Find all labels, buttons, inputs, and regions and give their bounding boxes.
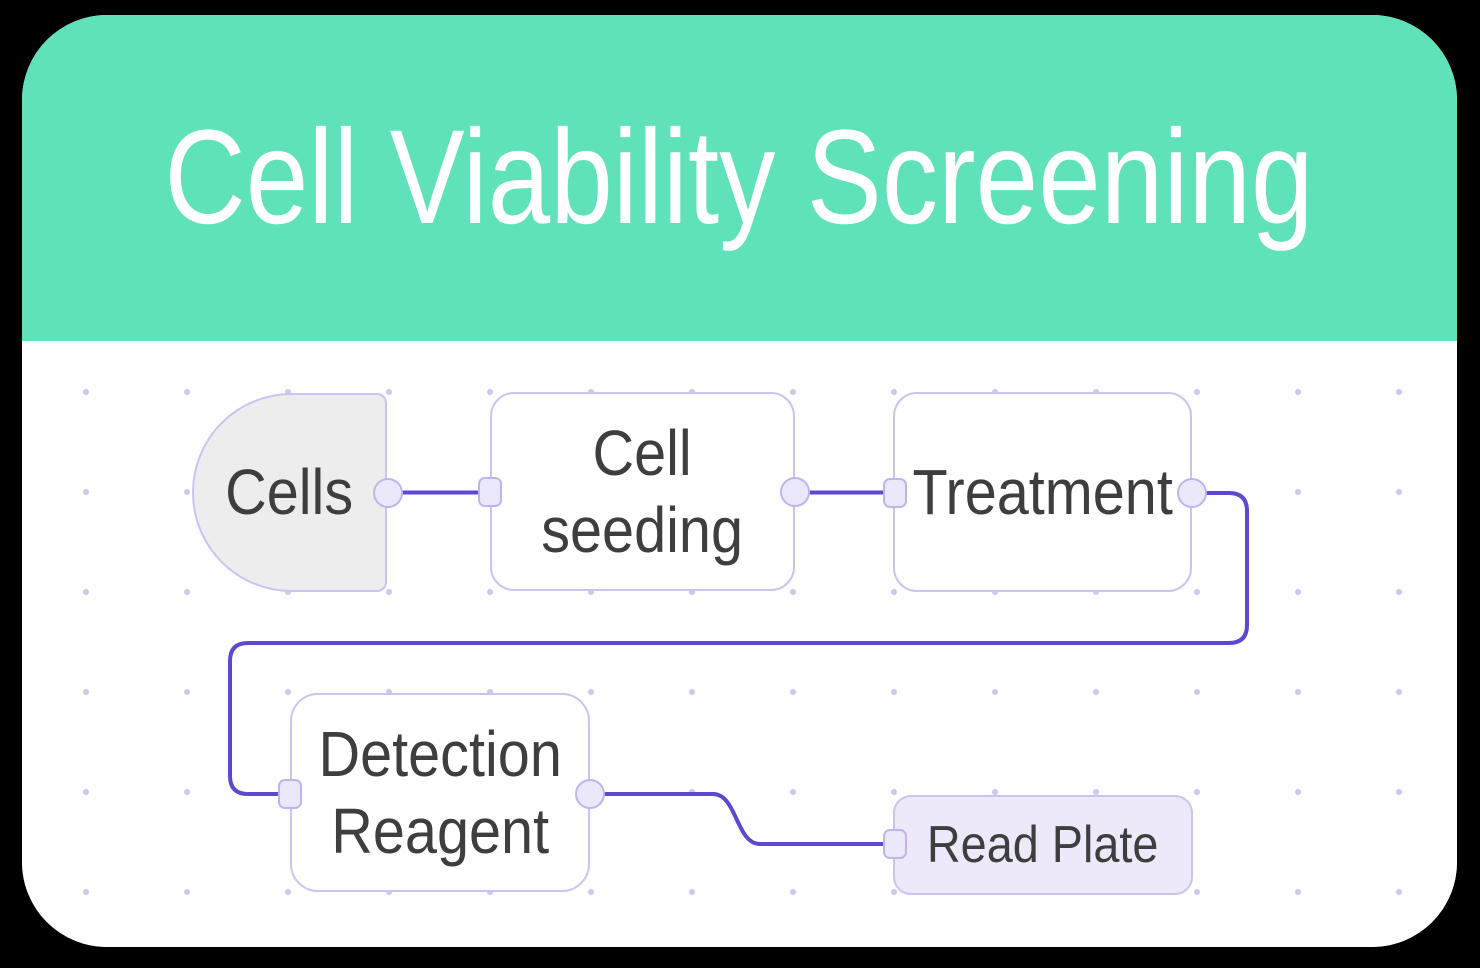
flow-canvas[interactable]: Cells Cell seeding Treatment Detection R… (22, 341, 1457, 947)
card-header: Cell Viability Screening (22, 15, 1457, 341)
node-label-line: Cell (592, 416, 693, 489)
edge-detection-reagent-to-read-plate[interactable] (603, 792, 885, 846)
page-title: Cell Viability Screening (164, 103, 1315, 252)
node-label: Cells (225, 456, 354, 529)
workflow-card: Cell Viability Screening Cells Cell seed… (22, 15, 1457, 947)
input-handle-read-plate[interactable] (883, 829, 907, 859)
node-label: Read Plate (927, 815, 1159, 874)
output-handle-detection-reagent[interactable] (575, 779, 605, 809)
node-label-line: Detection (318, 717, 562, 790)
node-label: Cell seeding (542, 415, 744, 569)
output-handle-treatment[interactable] (1177, 478, 1207, 508)
input-handle-detection-reagent[interactable] (278, 779, 302, 809)
node-label-line: Reagent (331, 794, 549, 867)
node-cells[interactable]: Cells (192, 393, 387, 592)
node-read-plate[interactable]: Read Plate (893, 795, 1193, 895)
output-handle-cell-seeding[interactable] (780, 477, 810, 507)
node-cell-seeding[interactable]: Cell seeding (490, 392, 795, 591)
edge-layer (228, 490, 1249, 846)
edge-treatment-to-detection-reagent[interactable] (228, 491, 1249, 796)
input-handle-cell-seeding[interactable] (478, 477, 502, 507)
node-treatment[interactable]: Treatment (893, 392, 1192, 592)
output-handle-cells[interactable] (373, 478, 403, 508)
node-label: Treatment (912, 455, 1173, 528)
node-detection-reagent[interactable]: Detection Reagent (290, 693, 590, 892)
node-label: Detection Reagent (318, 716, 561, 870)
input-handle-treatment[interactable] (883, 478, 907, 508)
node-label-line: seeding (541, 493, 744, 566)
